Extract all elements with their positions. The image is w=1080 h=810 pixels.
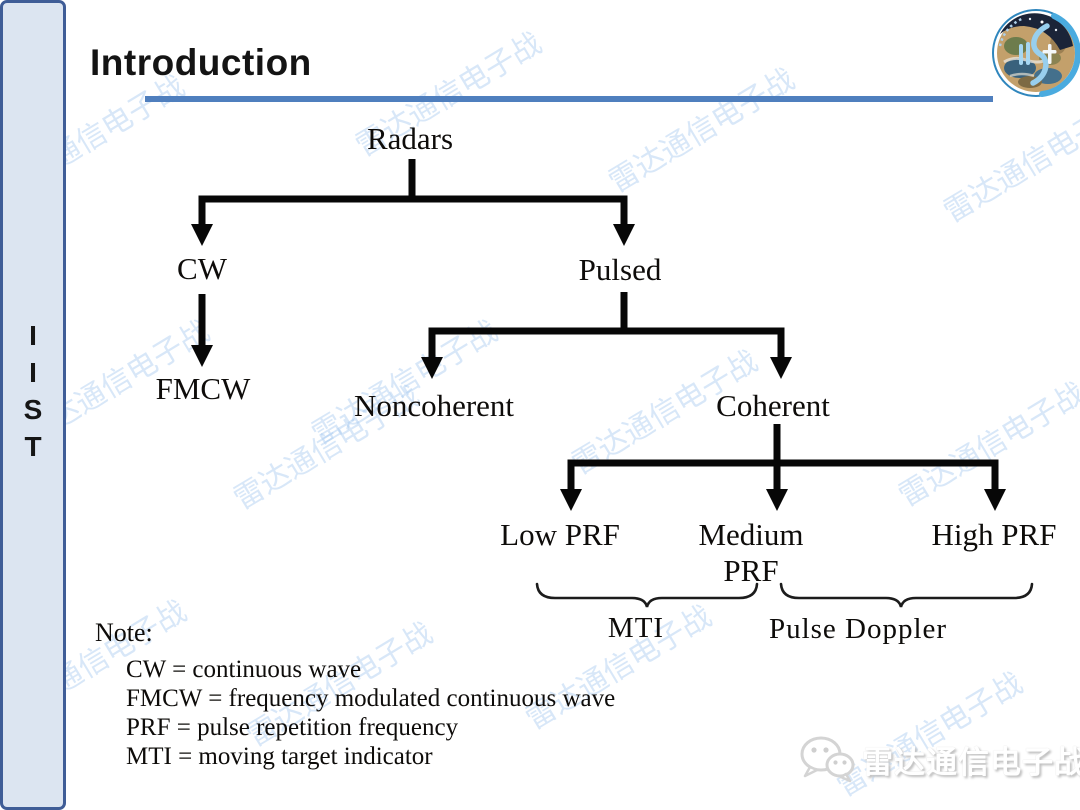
level2-bracket-line: [428, 327, 785, 357]
title-underline: [145, 96, 993, 102]
wechat-icon: [800, 736, 855, 783]
arrowhead-noncoherent: [421, 357, 443, 379]
note-line: PRF = pulse repetition frequency: [126, 714, 459, 741]
node-high-prf: High PRF: [931, 517, 1057, 552]
arrowhead-cw: [191, 224, 213, 246]
mti-brace: [535, 582, 759, 608]
group-label-mti: MTI: [607, 612, 665, 644]
iist-emblem-icon: [992, 9, 1080, 97]
sidebar-letters: I I S T: [0, 317, 66, 465]
badge-text: 雷达通信电子战: [862, 744, 1080, 780]
node-medium-prf: Medium PRF: [698, 517, 804, 588]
level3-bracket-line: [567, 459, 999, 489]
node-low-prf: Low PRF: [500, 517, 620, 552]
group-label-pulse-doppler: Pulse Doppler: [768, 613, 948, 645]
note-lines: CW = continuous wave FMCW = frequency mo…: [126, 655, 615, 771]
arrowhead-coherent: [770, 357, 792, 379]
note-label: Note:: [95, 618, 153, 647]
node-noncoherent: Noncoherent: [353, 388, 515, 423]
note-section: Note: CW = continuous wave FMCW = freque…: [95, 618, 615, 771]
arrowhead-high-prf: [984, 489, 1006, 511]
arrowhead-pulsed: [613, 224, 635, 246]
sidebar: [0, 0, 66, 810]
node-coherent: Coherent: [716, 388, 830, 423]
sidebar-letter: I: [29, 320, 37, 351]
node-radars: Radars: [366, 121, 454, 156]
page-title: Introduction: [90, 42, 312, 83]
arrowhead-low-prf: [560, 489, 582, 511]
sidebar-letter: S: [23, 394, 43, 425]
arrowhead-medium-prf: [766, 489, 788, 511]
pulse-doppler-brace: [779, 582, 1034, 608]
node-fmcw: FMCW: [155, 371, 251, 406]
node-pulsed: Pulsed: [578, 252, 662, 287]
note-line: FMCW = frequency modulated continuous wa…: [126, 685, 616, 712]
sidebar-letter: I: [29, 357, 37, 388]
note-line: MTI = moving target indicator: [126, 743, 433, 770]
node-cw: CW: [177, 251, 227, 286]
level1-bracket-line: [198, 195, 628, 230]
arrowhead-fmcw: [191, 345, 213, 367]
sidebar-letter: T: [24, 431, 42, 462]
wechat-badge: 雷达通信电子战: [797, 733, 1080, 785]
note-line: CW = continuous wave: [126, 656, 362, 683]
